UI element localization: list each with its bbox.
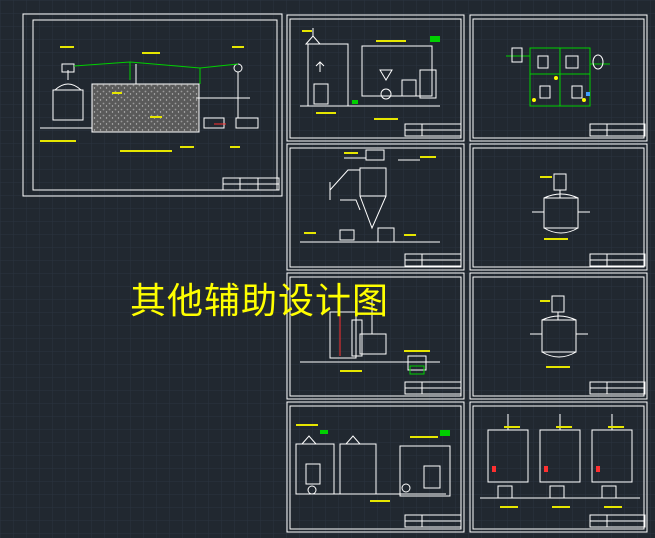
- sheet-piping-line-bottom[interactable]: [286, 401, 465, 533]
- sheet-reactor-vessel-top[interactable]: [469, 143, 648, 271]
- drawing-set-title: 其他辅助设计图: [130, 281, 390, 322]
- sheet-piping-line-top[interactable]: [286, 14, 465, 142]
- sheet-flow-schematic[interactable]: [469, 14, 648, 142]
- sheet-reactor-vessel-middle[interactable]: [469, 272, 648, 400]
- sheet-tank-group[interactable]: [469, 401, 648, 533]
- sheet-equipment-elevation[interactable]: [286, 272, 465, 400]
- sheet-process-system[interactable]: [22, 13, 283, 197]
- sheet-cyclone-dryer[interactable]: [286, 143, 465, 271]
- hatched-building-block: [91, 83, 200, 133]
